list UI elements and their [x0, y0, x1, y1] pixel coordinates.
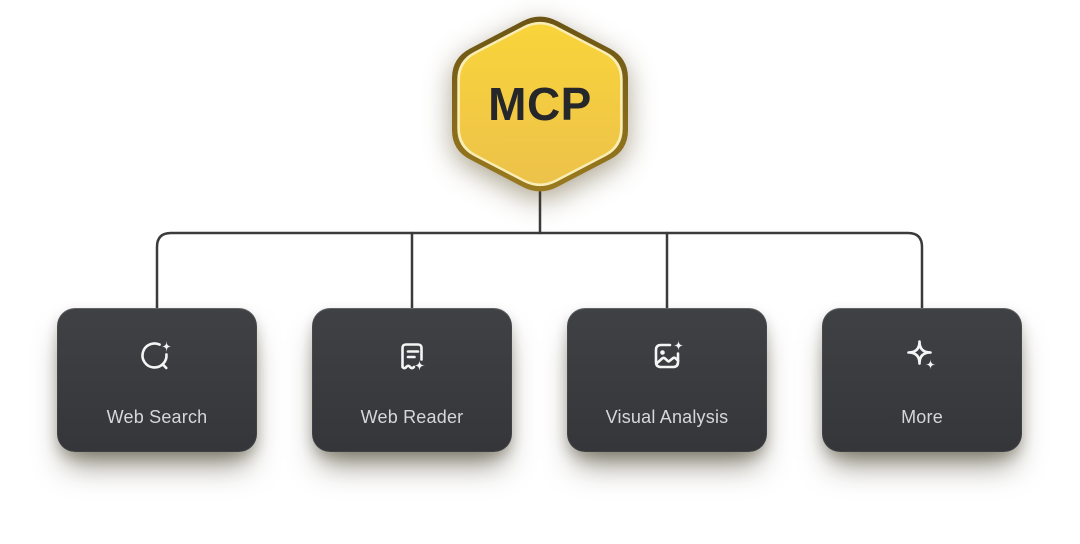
node-card-web-reader[interactable]: Web Reader — [312, 308, 512, 452]
node-label: Visual Analysis — [605, 407, 729, 427]
node-label: Web Reader — [360, 407, 464, 427]
connector-rail — [155, 231, 924, 311]
root-node-label: MCP — [488, 78, 592, 130]
node-card-more[interactable]: More — [822, 308, 1022, 452]
node-label: Web Search — [106, 407, 208, 427]
hexagon-badge-icon — [452, 16, 628, 192]
node-card-web-search[interactable]: Web Search — [57, 308, 257, 452]
search-sparkle-icon — [135, 334, 179, 378]
root-node-mcp[interactable]: MCP — [452, 12, 628, 196]
sparkles-icon — [900, 334, 944, 378]
image-sparkle-icon — [645, 334, 689, 378]
receipt-sparkle-icon — [390, 334, 434, 378]
node-label: More — [901, 407, 943, 427]
node-card-visual-analysis[interactable]: Visual Analysis — [567, 308, 767, 452]
